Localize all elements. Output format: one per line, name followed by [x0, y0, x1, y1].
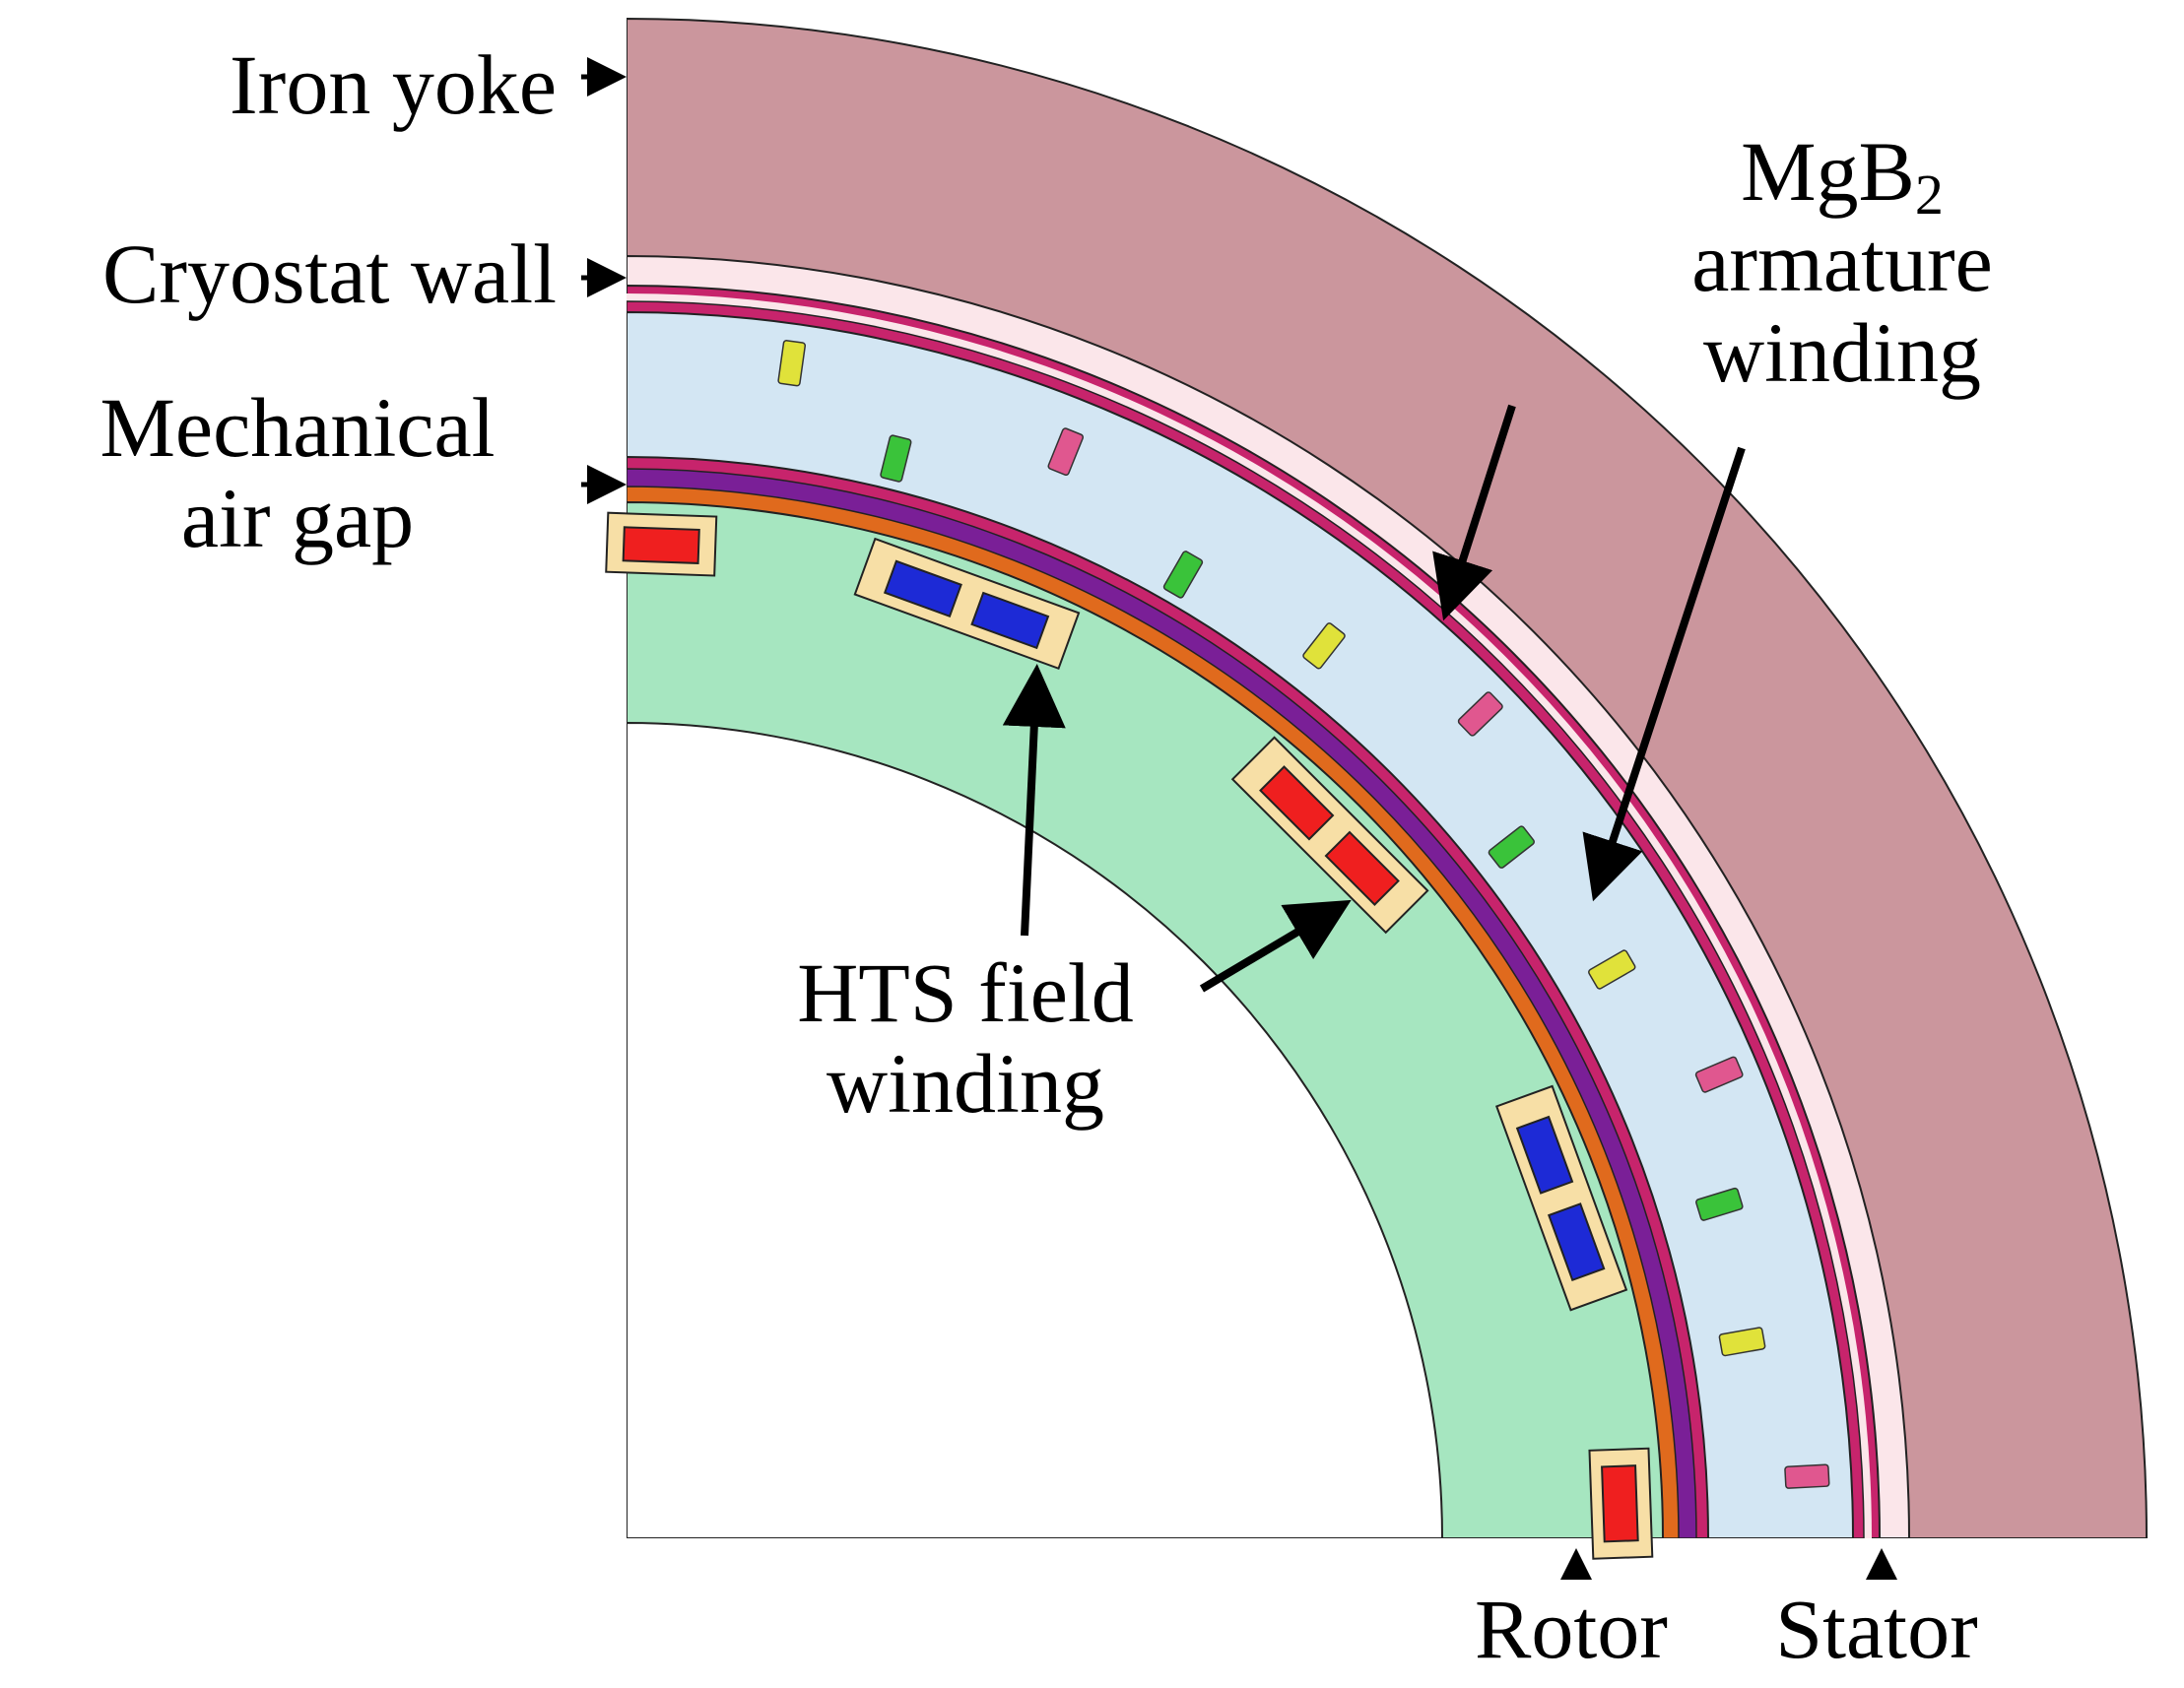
armature-conductor [1162, 551, 1204, 599]
hts-coil [1601, 1464, 1639, 1543]
arrow-hts-to-red [1199, 899, 1352, 993]
armature-conductor [1718, 1327, 1766, 1357]
armature-conductor [1694, 1056, 1744, 1093]
hts-coil-group [1494, 1084, 1628, 1312]
hts-coil-group [605, 511, 718, 577]
arrow-hts-to-blue [1002, 664, 1066, 937]
hts-coil [622, 526, 700, 564]
rotor-bore [626, 721, 1444, 1539]
arrow-mgb2-outer [1432, 404, 1516, 621]
armature-conductor [880, 434, 912, 483]
arrow-mgb2-inner [1582, 446, 1746, 902]
label-iron-yoke: Iron yoke [230, 37, 557, 132]
armature-conductor [1695, 1187, 1744, 1221]
bottom-mask [0, 1538, 2184, 1688]
armature-conductor [1047, 427, 1085, 477]
hts-coil [1324, 830, 1400, 906]
armature-conductor [1302, 622, 1346, 670]
hts-coil-group [1588, 1447, 1654, 1560]
hts-coil-group [853, 537, 1081, 671]
hts-coil [1515, 1115, 1574, 1195]
armature-conductor [1588, 949, 1636, 990]
label-mgb2-armature-winding: MgB2 armature winding [1691, 124, 1993, 400]
label-mechanical-air-gap: Mechanical air gap [99, 380, 496, 565]
label-cryostat-wall: Cryostat wall [102, 227, 557, 321]
hts-coil [883, 559, 962, 618]
armature-conductor [777, 340, 807, 387]
hts-field-coils [605, 511, 1654, 1560]
armature-conductor [1457, 691, 1503, 737]
armature-conductor [1784, 1463, 1830, 1489]
hts-coil [970, 591, 1050, 650]
label-rotor: Rotor [1475, 1582, 1668, 1676]
armature-conductor [1488, 825, 1535, 869]
hts-coil [1547, 1202, 1606, 1282]
hts-coil [1259, 765, 1335, 841]
mgb2-armature-conductors [777, 340, 1830, 1489]
pointer-arrows [581, 57, 1897, 1580]
hts-coil-group [1230, 736, 1429, 935]
label-stator: Stator [1775, 1582, 1978, 1676]
left-mask [0, 0, 627, 1688]
label-hts-field-winding: HTS field winding [797, 945, 1134, 1131]
